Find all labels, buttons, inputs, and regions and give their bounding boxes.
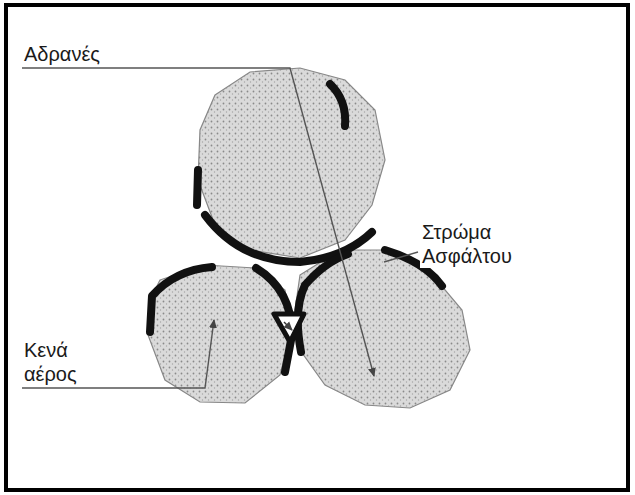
asphalt-layer-label: Στρώμα Ασφάλτου xyxy=(420,220,524,268)
air-void-label: Κενά αέρος xyxy=(22,338,98,386)
leader-lines xyxy=(22,68,418,388)
void-arrow xyxy=(284,322,292,330)
air-void xyxy=(274,314,304,342)
frame xyxy=(6,5,628,490)
asphalt-film xyxy=(150,84,442,372)
aggregate-label: Αδρανές xyxy=(22,42,102,66)
